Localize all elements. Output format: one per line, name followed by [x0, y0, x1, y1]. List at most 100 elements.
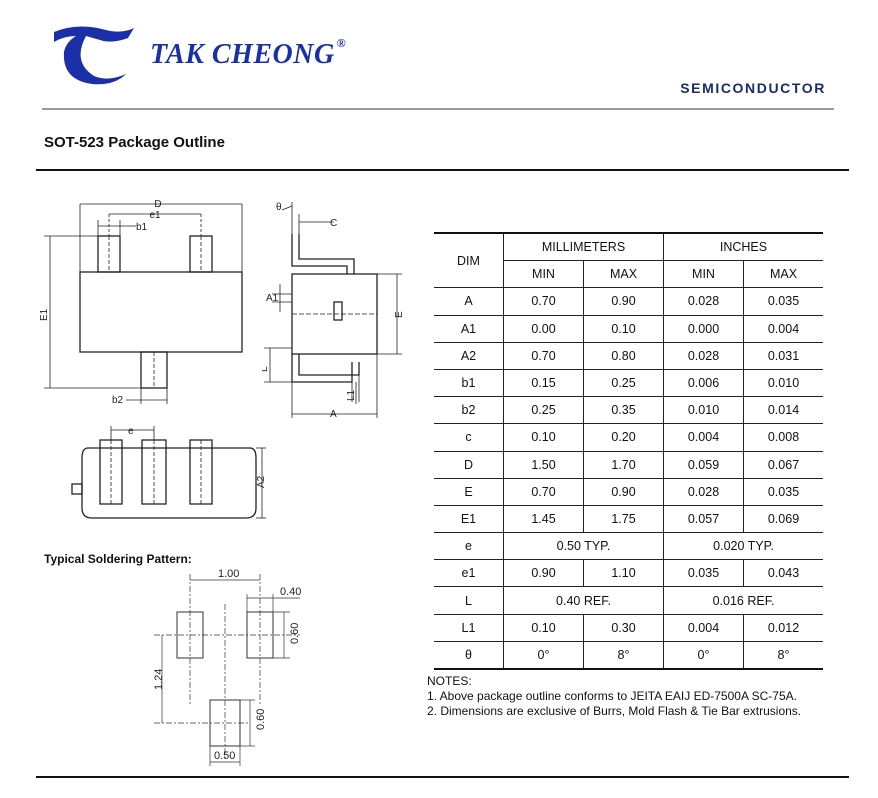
table-cell: 0.028 — [663, 341, 744, 370]
table-cell: 0.70 — [503, 287, 584, 316]
dimension-table: DIM MILLIMETERS INCHES MIN MAX MIN MAX A… — [434, 232, 823, 670]
table-cell: 0.014 — [743, 396, 823, 425]
header-divider — [42, 108, 834, 110]
header-dim: DIM — [434, 232, 504, 289]
footer-divider — [36, 776, 849, 778]
table-cell: 0.10 — [503, 613, 584, 642]
dim-1-24: 1.24 — [153, 669, 165, 690]
table-cell: e — [434, 532, 504, 561]
table-cell: 8° — [583, 640, 664, 670]
table-cell: 0.016 REF. — [663, 586, 823, 615]
table-cell: A1 — [434, 314, 504, 343]
dim-0-60-top: 0.60 — [289, 623, 301, 644]
table-cell: L — [434, 586, 504, 615]
table-cell: 0.004 — [663, 423, 744, 452]
table-cell: 0° — [503, 640, 584, 670]
table-cell: 0.035 — [743, 477, 823, 506]
table-cell: 0.057 — [663, 504, 744, 534]
subheader-mm-min: MIN — [503, 260, 584, 289]
subheader-mm-max: MAX — [583, 260, 664, 289]
label-b1: b1 — [136, 222, 148, 233]
top-view-drawing: D e1 b1 E1 b2 — [40, 199, 243, 406]
table-cell: 0.043 — [743, 559, 823, 588]
table-cell: 0.25 — [503, 396, 584, 425]
table-cell: 0.035 — [663, 559, 744, 588]
notes: NOTES: 1. Above package outline conforms… — [427, 674, 801, 719]
front-view-drawing: e A2 — [71, 426, 267, 519]
table-cell: 0.008 — [743, 423, 823, 452]
brand-name: TAK CHEONG® — [150, 36, 347, 70]
table-cell: 0.004 — [663, 613, 744, 642]
label-A2: A2 — [256, 475, 267, 488]
dim-1-00: 1.00 — [218, 568, 239, 580]
subheader-in-min: MIN — [663, 260, 744, 289]
table-cell: 0.000 — [663, 314, 744, 343]
table-cell: e1 — [434, 559, 504, 588]
label-A1: A1 — [266, 293, 279, 304]
table-cell: L1 — [434, 613, 504, 642]
table-cell: 0.10 — [503, 423, 584, 452]
table-cell: 0.10 — [583, 314, 664, 343]
table-cell: E1 — [434, 504, 504, 534]
subheader-in-max: MAX — [743, 260, 823, 289]
side-view-drawing: θ C A1 E L L1 A — [262, 202, 405, 420]
soldering-pattern-title: Typical Soldering Pattern: — [44, 552, 192, 566]
label-D: D — [154, 199, 161, 210]
notes-heading: NOTES: — [427, 674, 472, 688]
table-cell: 1.70 — [583, 450, 664, 479]
label-b2: b2 — [112, 395, 124, 406]
table-cell: 0.90 — [583, 287, 664, 316]
table-cell: 0.90 — [503, 559, 584, 588]
table-cell: A — [434, 287, 504, 316]
label-theta: θ — [276, 202, 282, 213]
label-L: L — [262, 366, 270, 372]
table-cell: 1.75 — [583, 504, 664, 534]
table-cell: 0.028 — [663, 287, 744, 316]
table-cell: 0.35 — [583, 396, 664, 425]
table-cell: 0.40 REF. — [503, 586, 664, 615]
table-cell: 1.50 — [503, 450, 584, 479]
dim-0-60-bottom: 0.60 — [255, 709, 267, 730]
soldering-pattern-drawing: 1.00 0.40 0.60 1.24 0.60 0.50 — [153, 568, 301, 766]
table-cell: E — [434, 477, 504, 506]
table-cell: 1.45 — [503, 504, 584, 534]
note-2: 2. Dimensions are exclusive of Burrs, Mo… — [427, 704, 802, 718]
note-1: 1. Above package outline conforms to JEI… — [427, 689, 797, 703]
table-cell: A2 — [434, 341, 504, 370]
table-cell: 0.90 — [583, 477, 664, 506]
table-cell: 0.70 — [503, 341, 584, 370]
table-cell: 0.012 — [743, 613, 823, 642]
company-logo-icon — [54, 26, 134, 85]
table-cell: 0.006 — [663, 368, 744, 398]
table-cell: 0.035 — [743, 287, 823, 316]
table-cell: 0.020 TYP. — [663, 532, 823, 561]
table-cell: 0.30 — [583, 613, 664, 642]
label-c: C — [330, 218, 337, 229]
header-millimeters: MILLIMETERS — [503, 232, 664, 262]
table-cell: 0.20 — [583, 423, 664, 452]
dim-0-50: 0.50 — [214, 750, 235, 762]
table-cell: 0.010 — [663, 396, 744, 425]
header-inches: INCHES — [663, 232, 823, 262]
title-divider — [36, 169, 849, 171]
table-cell: 0.069 — [743, 504, 823, 534]
table-cell: θ — [434, 640, 504, 670]
table-cell: 0.25 — [583, 368, 664, 398]
table-cell: 0° — [663, 640, 744, 670]
table-cell: 0.70 — [503, 477, 584, 506]
table-cell: 0.031 — [743, 341, 823, 370]
dim-0-40: 0.40 — [280, 586, 301, 598]
